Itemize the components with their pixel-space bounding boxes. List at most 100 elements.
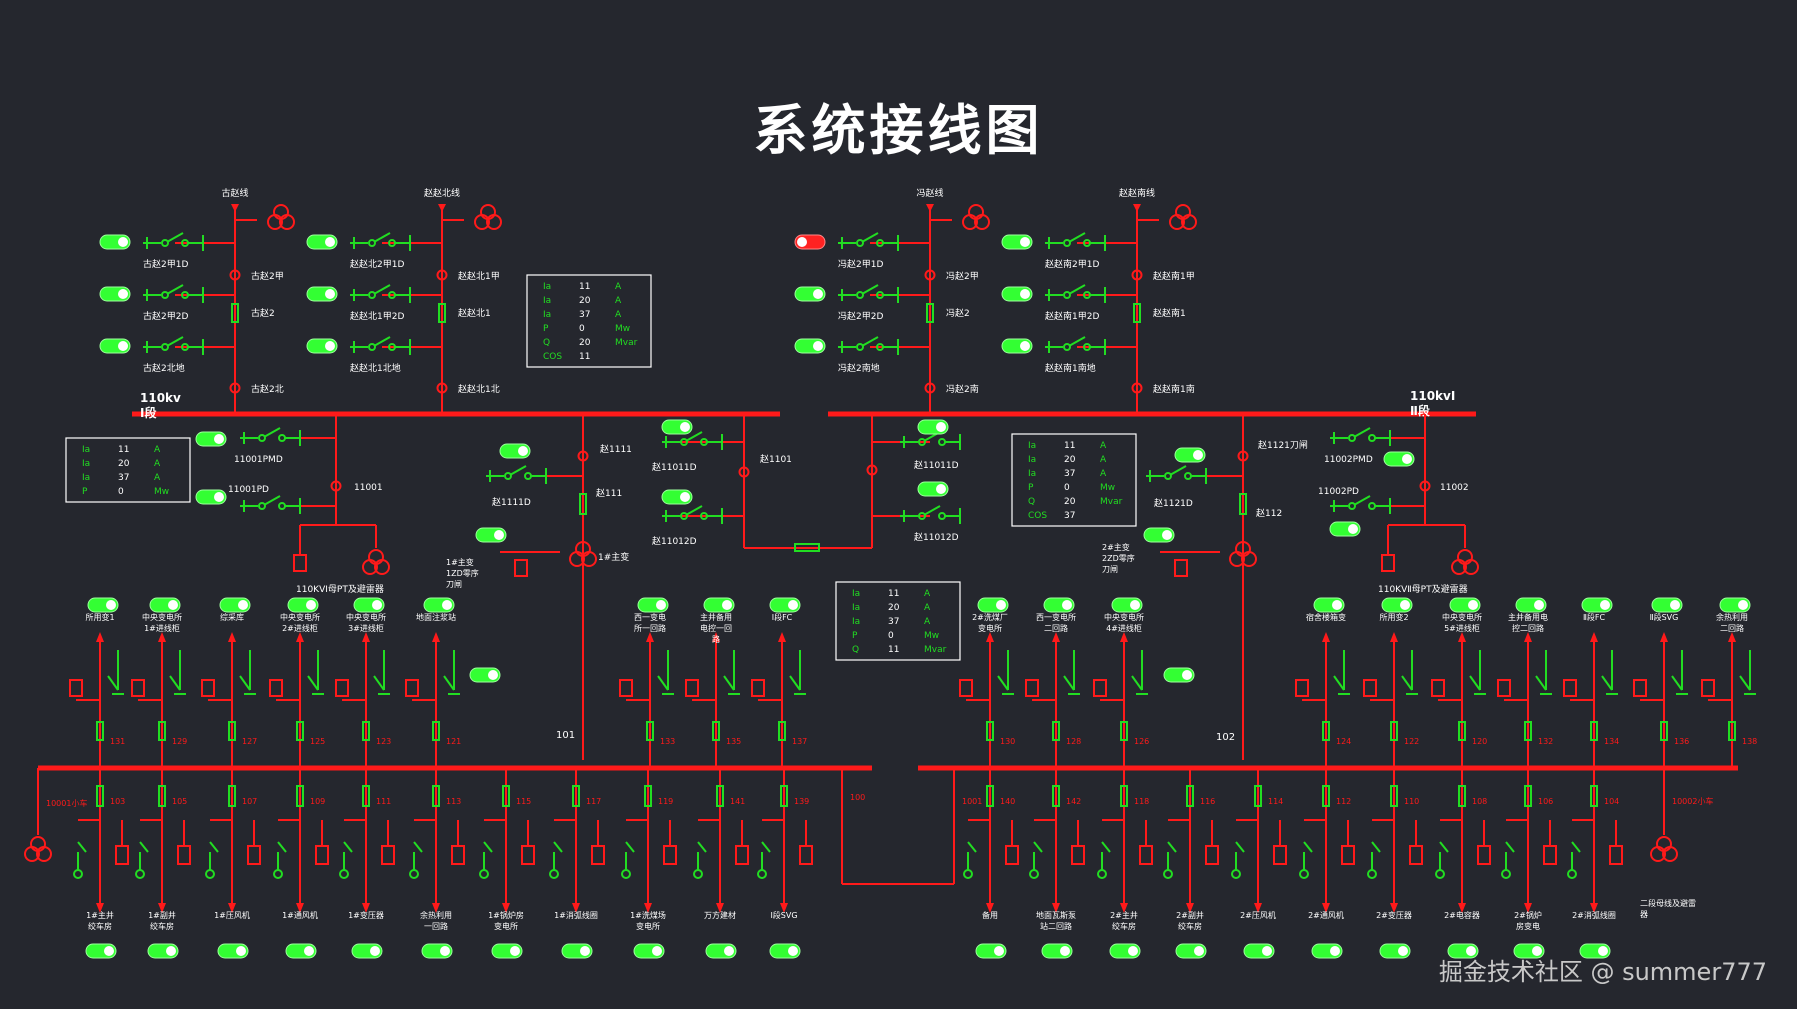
switch-blade (509, 465, 527, 476)
pt-label: 110KVⅠ母PT及避雷器 (296, 583, 384, 595)
feeder-label: 主井备用电控一回路 (700, 612, 732, 644)
feeder-number: 126 (1134, 737, 1149, 746)
earth-blade (443, 675, 455, 691)
incoming-line-name: 古赵线 (221, 187, 248, 199)
arrow-icon (1458, 903, 1466, 913)
meter-unit: Mw (615, 324, 630, 334)
feeder-number: 132 (1538, 737, 1553, 746)
feeder-label: Ⅰ段SVG (770, 910, 797, 920)
toggle-knob-icon (106, 600, 116, 610)
breaker-icon (438, 303, 446, 323)
transformer-coil (1457, 549, 1473, 565)
switch-blade (1068, 336, 1086, 347)
feeder-label: 1#消弧线圈 (554, 910, 598, 920)
switch-pivot-icon (368, 239, 376, 247)
feeder-label: 1#锅炉房变电所 (488, 910, 524, 931)
earth-blade (1535, 675, 1547, 691)
earth-icon (549, 869, 559, 879)
transformer-coil (480, 204, 496, 220)
node-label: 赵112 (1256, 507, 1282, 519)
arrow-icon (1186, 903, 1194, 913)
feeder-number: 114 (1268, 797, 1283, 806)
feeder-number: 130 (1000, 737, 1015, 746)
meter-unit: Mw (1100, 483, 1115, 493)
toggle-knob-icon (936, 484, 946, 494)
toggle-knob-icon (1020, 341, 1030, 351)
toggle-knob-icon (724, 946, 734, 956)
breaker-icon (432, 785, 440, 807)
toggle-knob-icon (236, 946, 246, 956)
breaker-icon (716, 785, 724, 807)
meter-unit: A (615, 296, 622, 306)
feeder-label: 地面瓦斯泵站二回路 (1036, 910, 1076, 931)
switch-blade (861, 232, 879, 243)
isolator-label: 赵赵北1甲2D (350, 310, 404, 322)
meter-key: COS (543, 352, 562, 362)
breaker-icon (926, 303, 934, 323)
breaker-icon (1524, 721, 1532, 741)
feeder-label: 主井备用电控二回路 (1508, 612, 1548, 633)
node-label: 赵1121刀闸 (1258, 439, 1308, 451)
earth-icon (1435, 869, 1445, 879)
incoming-line-name: 冯赵线 (916, 187, 943, 199)
earth-blade (723, 675, 735, 691)
switch-pivot-icon (161, 291, 169, 299)
toggle-knob-icon (1534, 600, 1544, 610)
transformer-coil (1175, 204, 1191, 220)
feeder-label: 西一变电所一回路 (634, 612, 666, 633)
feeder-label: 2#通风机 (1308, 910, 1344, 920)
switch-pivot-icon (1164, 472, 1172, 480)
fuse-icon (619, 679, 633, 697)
feeder-label: 余热利用二回路 (1716, 612, 1748, 633)
toggle-knob-icon (1020, 237, 1030, 247)
node-label: 赵赵北1甲 (458, 270, 500, 282)
feeder-number: 121 (446, 737, 461, 746)
switch-pivot-icon (161, 343, 169, 351)
node-icon (924, 269, 936, 281)
isolator-label: 赵11011D (914, 459, 959, 471)
earth-icon (1501, 869, 1511, 879)
arrow-icon (1052, 632, 1060, 642)
feeder-number: 107 (242, 797, 257, 806)
toggle-knob-icon (442, 600, 452, 610)
earth-icon (757, 869, 767, 879)
node-label: 11001 (354, 483, 383, 493)
breaker-icon (296, 721, 304, 741)
breaker-icon (1590, 721, 1598, 741)
switch-pivot-icon (368, 291, 376, 299)
isolator-label: 赵赵北1北地 (350, 362, 401, 374)
node-label: 古赵2甲 (251, 270, 284, 282)
switch-blade (923, 505, 941, 516)
meter-value: 20 (888, 603, 900, 613)
meter-unit: A (615, 282, 622, 292)
arrow-icon (228, 632, 236, 642)
fuse-icon (959, 679, 973, 697)
earth-blade (1439, 841, 1449, 853)
arrow-icon (986, 903, 994, 913)
node-icon (229, 269, 241, 281)
feeder-number: 110 (1404, 797, 1419, 806)
earth-icon (273, 869, 283, 879)
earth-blade (1101, 841, 1111, 853)
toggle-knob-icon (1330, 946, 1340, 956)
feeder-number: 112 (1336, 797, 1351, 806)
earth-blade (483, 841, 493, 853)
isolator-label: 赵1121D (1154, 497, 1193, 509)
meter-unit: Mw (154, 487, 169, 497)
toggle-knob-icon (1128, 946, 1138, 956)
toggle-knob-icon (1162, 530, 1172, 540)
breaker-icon (1390, 721, 1398, 741)
meter-key: Ia (852, 589, 860, 599)
node-label: 古赵2 (251, 307, 275, 319)
fuse-icon (1093, 679, 1107, 697)
breaker-icon (1239, 493, 1247, 515)
meter-key: COS (1028, 511, 1047, 521)
breaker-icon (986, 785, 994, 807)
arrow-icon (644, 903, 652, 913)
meter-key: Ia (82, 445, 90, 455)
feeder-number: 106 (1538, 797, 1553, 806)
earth-blade (1167, 841, 1177, 853)
feeder-label: 地面注浆站 (416, 612, 456, 622)
breaker-icon (778, 721, 786, 741)
